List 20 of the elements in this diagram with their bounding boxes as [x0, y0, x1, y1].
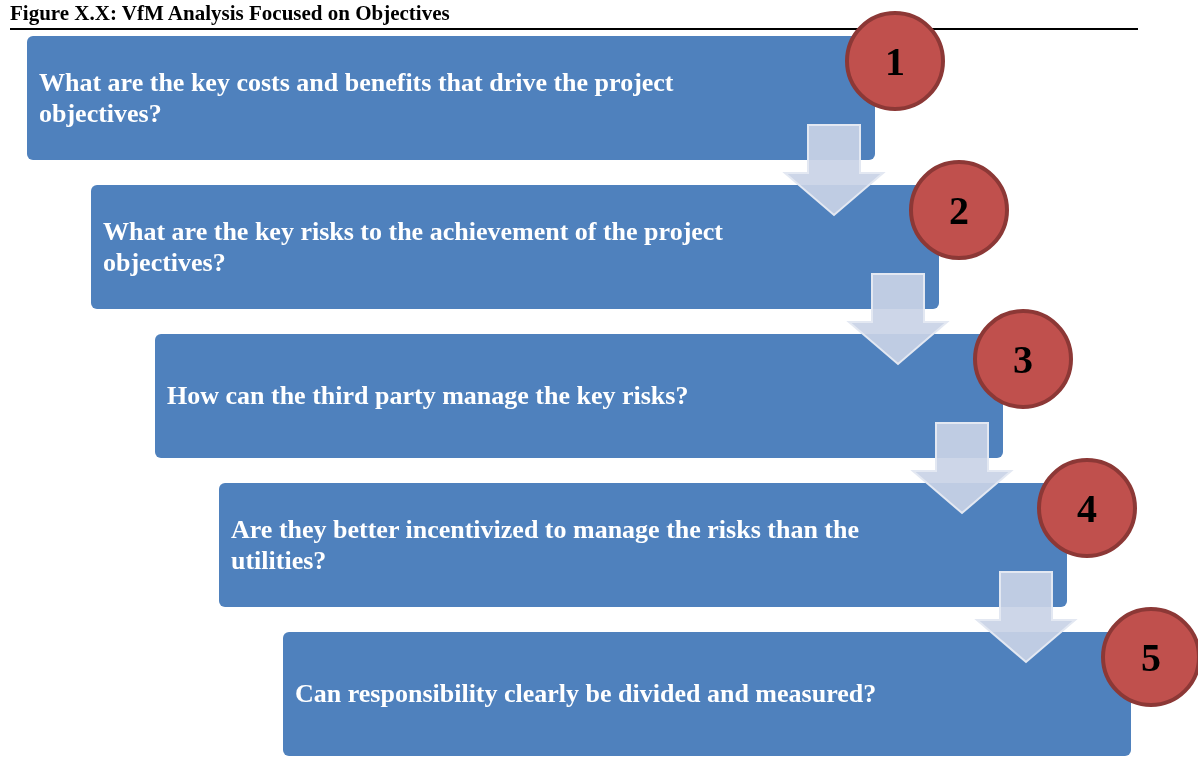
figure-title: Figure X.X: VfM Analysis Focused on Objectives: [10, 1, 450, 26]
question-box: [219, 483, 1067, 607]
question-box: [27, 36, 875, 160]
block-arrow: [846, 273, 950, 366]
step-number: 1: [885, 37, 905, 85]
step-number: 4: [1077, 484, 1097, 532]
question-box: [155, 334, 1003, 458]
step-number: 5: [1141, 633, 1161, 681]
step-number: 3: [1013, 335, 1033, 383]
question-text: How can the third party manage the key risks?: [167, 380, 689, 412]
question-text: What are the key costs and benefits that drive the project objectives?: [39, 66, 675, 130]
question-text: What are the key risks to the achievement of the project objectives?: [103, 215, 725, 279]
block-arrow: [782, 124, 886, 217]
question-box: [91, 185, 939, 309]
step-number: 2: [949, 186, 969, 234]
question-box: [283, 632, 1131, 756]
block-arrow: [974, 571, 1078, 664]
block-arrow: [910, 422, 1014, 515]
question-text: Are they better incentivized to manage the risks than the utilities?: [231, 513, 860, 577]
question-text: Can responsibility clearly be divided and measured?: [295, 678, 877, 710]
